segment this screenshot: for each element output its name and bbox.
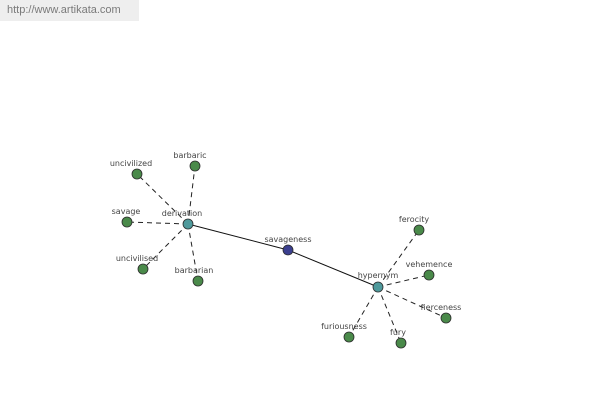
node-uncivilized[interactable] (131, 168, 143, 180)
edge-derivation-savage (126, 221, 189, 225)
node-label-ferocity[interactable]: ferocity (399, 215, 430, 224)
node-barbarian[interactable] (192, 275, 204, 287)
node-label-furiousness[interactable]: furiousness (321, 322, 367, 331)
node-label-derivation[interactable]: derivation (162, 209, 202, 218)
graph-nodes (121, 160, 452, 349)
node-label-hypernym[interactable]: hypernym (358, 271, 399, 280)
node-ferocity[interactable] (413, 224, 425, 236)
node-fierceness[interactable] (440, 312, 452, 324)
edge-derivation-uncivilised (142, 223, 189, 270)
node-label-vehemence[interactable]: vehemence (406, 260, 453, 269)
graph-labels: savageness derivation hypernym uncivilized b… (110, 151, 462, 337)
edge-derivation-barbaric (187, 165, 196, 225)
node-label-fury[interactable]: fury (390, 328, 406, 337)
edge-hypernym-furiousness (348, 286, 379, 338)
graph-edges (126, 165, 447, 344)
node-label-savageness[interactable]: savageness (264, 235, 311, 244)
node-furiousness[interactable] (343, 331, 355, 343)
edge-derivation-uncivilized (136, 173, 189, 225)
node-uncivilised[interactable] (137, 263, 149, 275)
node-barbaric[interactable] (189, 160, 201, 172)
node-label-uncivilized[interactable]: uncivilized (110, 159, 152, 168)
edge-derivation-barbarian (187, 223, 199, 282)
node-fury[interactable] (395, 337, 407, 349)
node-label-fierceness[interactable]: fierceness (421, 303, 462, 312)
node-vehemence[interactable] (423, 269, 435, 281)
node-hypernym[interactable] (372, 281, 384, 293)
node-savage[interactable] (121, 216, 133, 228)
source-url-watermark[interactable]: http://www.artikata.com (0, 0, 139, 21)
node-label-savage[interactable]: savage (112, 207, 141, 216)
edge-hypernym-fury (377, 286, 402, 344)
node-label-uncivilised[interactable]: uncivilised (116, 254, 158, 263)
edge-hypernym-fierceness (377, 286, 447, 319)
edge-savageness-derivation (187, 223, 289, 251)
edge-savageness-hypernym (287, 249, 379, 288)
node-savageness[interactable] (282, 244, 294, 256)
node-derivation[interactable] (182, 218, 194, 230)
node-label-barbarian[interactable]: barbarian (175, 266, 214, 275)
node-label-barbaric[interactable]: barbaric (173, 151, 206, 160)
edge-hypernym-ferocity (377, 229, 420, 288)
